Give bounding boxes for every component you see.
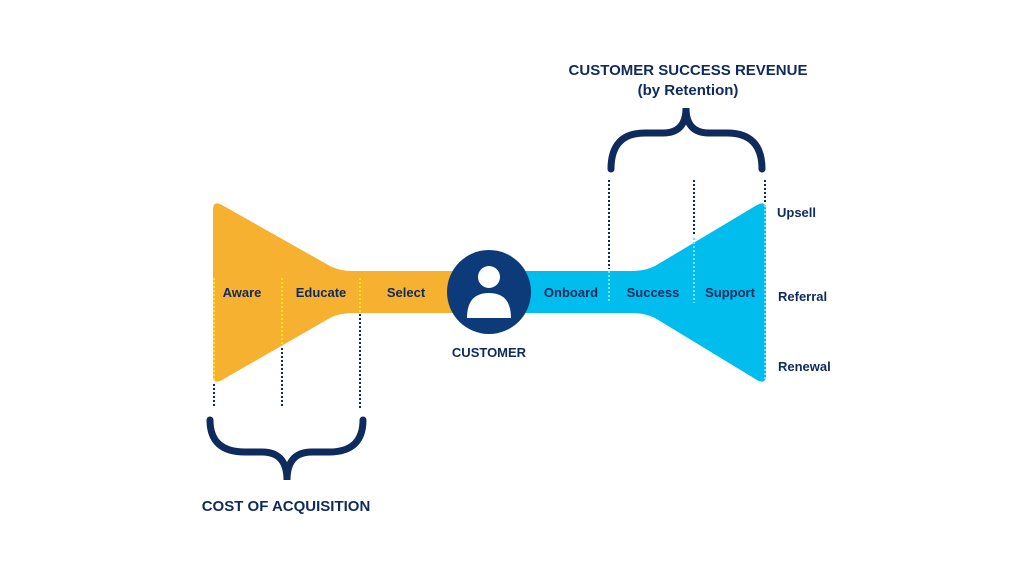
stage-aware: Aware xyxy=(223,285,262,300)
title-right-line2: (by Retention) xyxy=(638,82,739,99)
stage-success: Success xyxy=(627,285,680,300)
title-left: COST OF ACQUISITION xyxy=(202,498,371,515)
acquisition-funnel xyxy=(213,203,460,382)
retention-funnel xyxy=(520,203,766,382)
person-icon xyxy=(467,266,511,318)
customer-circle xyxy=(447,250,531,334)
retention-leader-lines xyxy=(608,180,766,269)
outcome-upsell: Upsell xyxy=(777,205,816,220)
outcome-referral: Referral xyxy=(778,289,827,304)
stage-educate: Educate xyxy=(296,285,347,300)
stage-support: Support xyxy=(705,285,755,300)
outcome-renewal: Renewal xyxy=(778,359,831,374)
acquisition-dividers xyxy=(213,278,361,380)
acquisition-brace xyxy=(206,416,367,481)
stage-onboard: Onboard xyxy=(544,285,598,300)
retention-dividers xyxy=(608,205,766,380)
acquisition-leader-lines xyxy=(213,314,361,408)
title-right-line1: CUSTOMER SUCCESS REVENUE xyxy=(569,62,808,79)
customer-label: CUSTOMER xyxy=(452,345,527,360)
stage-select: Select xyxy=(387,285,426,300)
retention-brace xyxy=(607,107,766,173)
